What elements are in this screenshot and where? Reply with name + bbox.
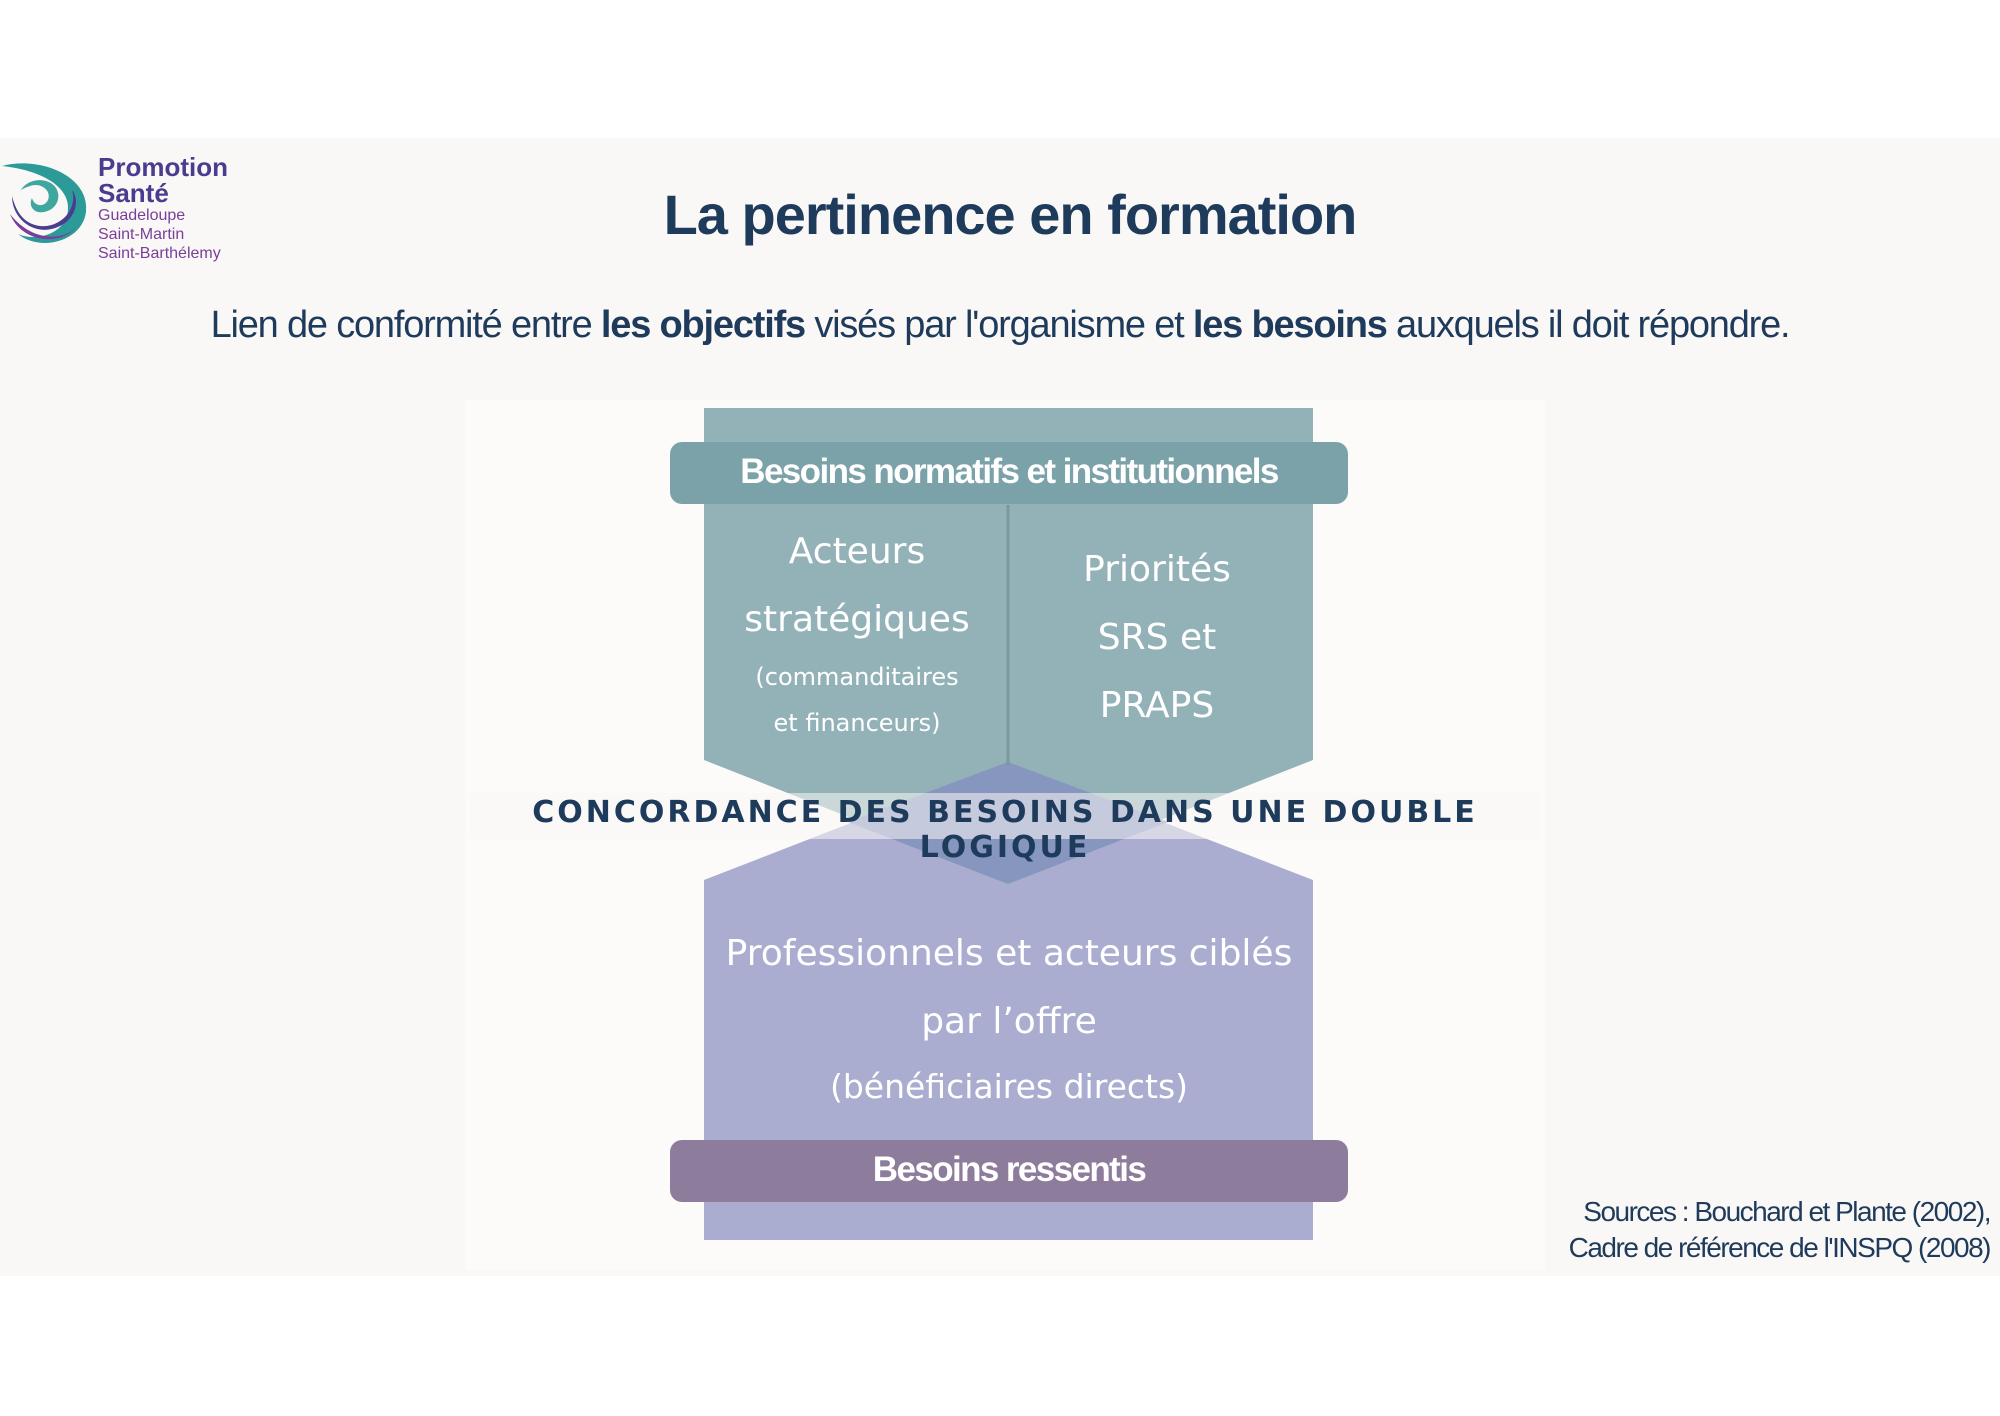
subtitle-part3: auxquels il doit répondre. [1386, 304, 1791, 346]
subtitle: Lien de conformité entre les objectifs v… [0, 304, 2000, 347]
subtitle-bold-besoins: les besoins [1192, 304, 1388, 346]
right-box-line2: SRS et [1097, 617, 1217, 658]
page-title: La pertinence en formation [663, 183, 1358, 246]
left-box-line3: (commanditaires [755, 663, 959, 691]
logo-text-saint-martin: Saint-Martin [98, 226, 185, 243]
subtitle-part2: visés par l'organisme et [804, 304, 1193, 346]
bottom-band [670, 1140, 1348, 1202]
left-box-line4: et financeurs) [773, 709, 941, 737]
logo-swirl-icon [2, 163, 87, 243]
sources-line1: Sources : Bouchard et Plante (2002), [1583, 1196, 1991, 1227]
logo-text-saint-barthelemy: Saint-Barthélemy [98, 245, 221, 262]
top-band-label: Besoins normatifs et institutionnels [740, 452, 1279, 491]
right-box-label: Priorités SRS et PRAPS [1012, 536, 1302, 740]
left-box-label: Acteurs stratégiques (commanditaires et … [712, 518, 1002, 746]
right-box-line3: PRAPS [1099, 685, 1215, 726]
left-box-line2: stratégiques [744, 599, 970, 640]
concordance-strip [470, 793, 1540, 839]
logo-text-promotion: Promotion [98, 152, 228, 182]
concordance-label: CONCORDANCE DES BESOINS DANS UNE DOUBLE … [532, 795, 1478, 865]
logo-text-sante: Santé [98, 178, 169, 208]
bottom-band-label: Besoins ressentis [872, 1150, 1147, 1189]
subtitle-bold-objectifs: les objectifs [600, 304, 806, 346]
top-band [670, 442, 1348, 504]
bottom-box-label: Professionnels et acteurs ciblés par l’o… [704, 920, 1314, 1118]
bottom-box-line2: par l’offre [921, 1001, 1097, 1042]
right-box-line1: Priorités [1083, 549, 1231, 590]
bottom-needs-box [704, 762, 1313, 1240]
bottom-box-line1: Professionnels et acteurs ciblés [725, 933, 1293, 974]
left-box-line1: Acteurs [788, 531, 926, 572]
logo: Promotion Santé Guadeloupe Saint-Martin … [0, 150, 260, 275]
sources-line2: Cadre de référence de l'INSPQ (2008) [1568, 1232, 1992, 1263]
sources-note: Sources : Bouchard et Plante (2002), Cad… [1568, 1194, 1992, 1266]
logo-text-guadeloupe: Guadeloupe [98, 207, 186, 224]
bottom-box-line3: (bénéficiaires directs) [829, 1067, 1189, 1106]
subtitle-part1: Lien de conformité entre [210, 304, 601, 346]
